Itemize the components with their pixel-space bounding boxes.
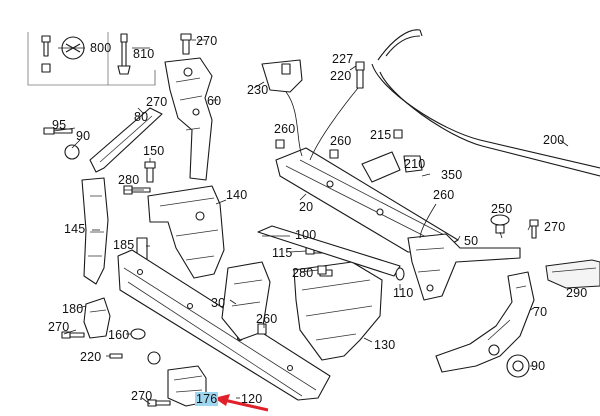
arm-70-drawing bbox=[435, 271, 535, 373]
callout-95: 95 bbox=[52, 118, 67, 132]
bolt-800-drawing bbox=[41, 35, 85, 73]
callout-230: 230 bbox=[247, 83, 269, 97]
bracket-50-drawing bbox=[407, 233, 521, 301]
callout-100: 100 bbox=[295, 228, 317, 242]
bolt-260-top-left-drawing bbox=[275, 139, 285, 149]
callout-800: 800 bbox=[90, 41, 112, 55]
bolt-260-top-mid-drawing bbox=[329, 149, 339, 159]
callout-160: 160 bbox=[108, 328, 130, 342]
side-member-145-drawing bbox=[81, 177, 109, 285]
callout-150: 150 bbox=[143, 144, 165, 158]
bolt-810-drawing bbox=[117, 33, 131, 75]
callout-176-highlighted[interactable]: 176 bbox=[195, 392, 219, 406]
washer-110-drawing bbox=[395, 267, 405, 281]
callout-280-center: 280 bbox=[292, 266, 314, 280]
callout-270-top: 270 bbox=[196, 34, 218, 48]
part-160-drawing bbox=[130, 328, 146, 340]
callout-140: 140 bbox=[226, 188, 248, 202]
bracket-180-drawing bbox=[61, 297, 111, 339]
bolt-280-center-drawing bbox=[317, 265, 327, 275]
bracket-60-drawing bbox=[164, 57, 213, 181]
callout-227: 227 bbox=[332, 52, 354, 66]
callout-185: 185 bbox=[113, 238, 135, 252]
callout-270-mid: 270 bbox=[146, 95, 168, 109]
callout-270-right: 270 bbox=[544, 220, 566, 234]
clip-227-drawing bbox=[355, 61, 365, 89]
washer-250-drawing bbox=[490, 214, 510, 234]
fastener-inset-frame bbox=[27, 32, 156, 86]
frame-30-drawing bbox=[221, 261, 271, 341]
callout-20: 20 bbox=[299, 200, 314, 214]
callout-250: 250 bbox=[491, 202, 513, 216]
bracket-140-drawing bbox=[147, 185, 225, 279]
bushing-90-right-drawing bbox=[506, 354, 530, 378]
leader-lines bbox=[53, 39, 569, 405]
arm-80-drawing bbox=[43, 107, 163, 173]
callout-50: 50 bbox=[464, 234, 479, 248]
callout-350: 350 bbox=[441, 168, 463, 182]
callout-130: 130 bbox=[374, 338, 396, 352]
callout-110: 110 bbox=[393, 286, 414, 300]
callout-145: 145 bbox=[64, 222, 86, 236]
callout-270-bottom: 270 bbox=[131, 389, 153, 403]
callout-810: 810 bbox=[133, 47, 155, 61]
part-230-drawing bbox=[261, 59, 303, 93]
callout-290: 290 bbox=[566, 286, 588, 300]
callout-270-lowleft: 270 bbox=[48, 320, 70, 334]
bracket-210-drawing bbox=[361, 151, 401, 183]
callout-280-left: 280 bbox=[118, 173, 140, 187]
callout-220-top: 220 bbox=[330, 69, 352, 83]
bolt-150-drawing bbox=[144, 161, 156, 183]
callout-90-left: 90 bbox=[76, 129, 91, 143]
callout-115: 115 bbox=[272, 246, 293, 260]
bolt-215-drawing bbox=[393, 129, 403, 139]
cover-290-drawing bbox=[545, 259, 600, 289]
callout-260-d: 260 bbox=[256, 312, 278, 326]
callout-260-a: 260 bbox=[274, 122, 296, 136]
bolt-220-lower-drawing bbox=[109, 351, 161, 365]
callout-220-low: 220 bbox=[80, 350, 102, 364]
callout-120: 120 bbox=[241, 392, 263, 406]
callout-90-right: 90 bbox=[531, 359, 546, 373]
bar-100-drawing bbox=[257, 225, 401, 277]
callout-260-b: 260 bbox=[330, 134, 352, 148]
callout-215: 215 bbox=[370, 128, 392, 142]
bolt-270-top-drawing bbox=[180, 33, 196, 55]
callout-70: 70 bbox=[533, 305, 548, 319]
callout-30: 30 bbox=[211, 296, 226, 310]
callout-200: 200 bbox=[543, 133, 565, 147]
callout-80: 80 bbox=[134, 110, 149, 124]
callout-260-c: 260 bbox=[433, 188, 455, 202]
callout-60: 60 bbox=[207, 94, 222, 108]
clip-350-drawing bbox=[403, 155, 423, 173]
bolt-270-right-drawing bbox=[529, 219, 539, 239]
support-tube-200-drawing bbox=[371, 29, 600, 177]
callout-210: 210 bbox=[404, 157, 426, 171]
callout-180: 180 bbox=[62, 302, 84, 316]
